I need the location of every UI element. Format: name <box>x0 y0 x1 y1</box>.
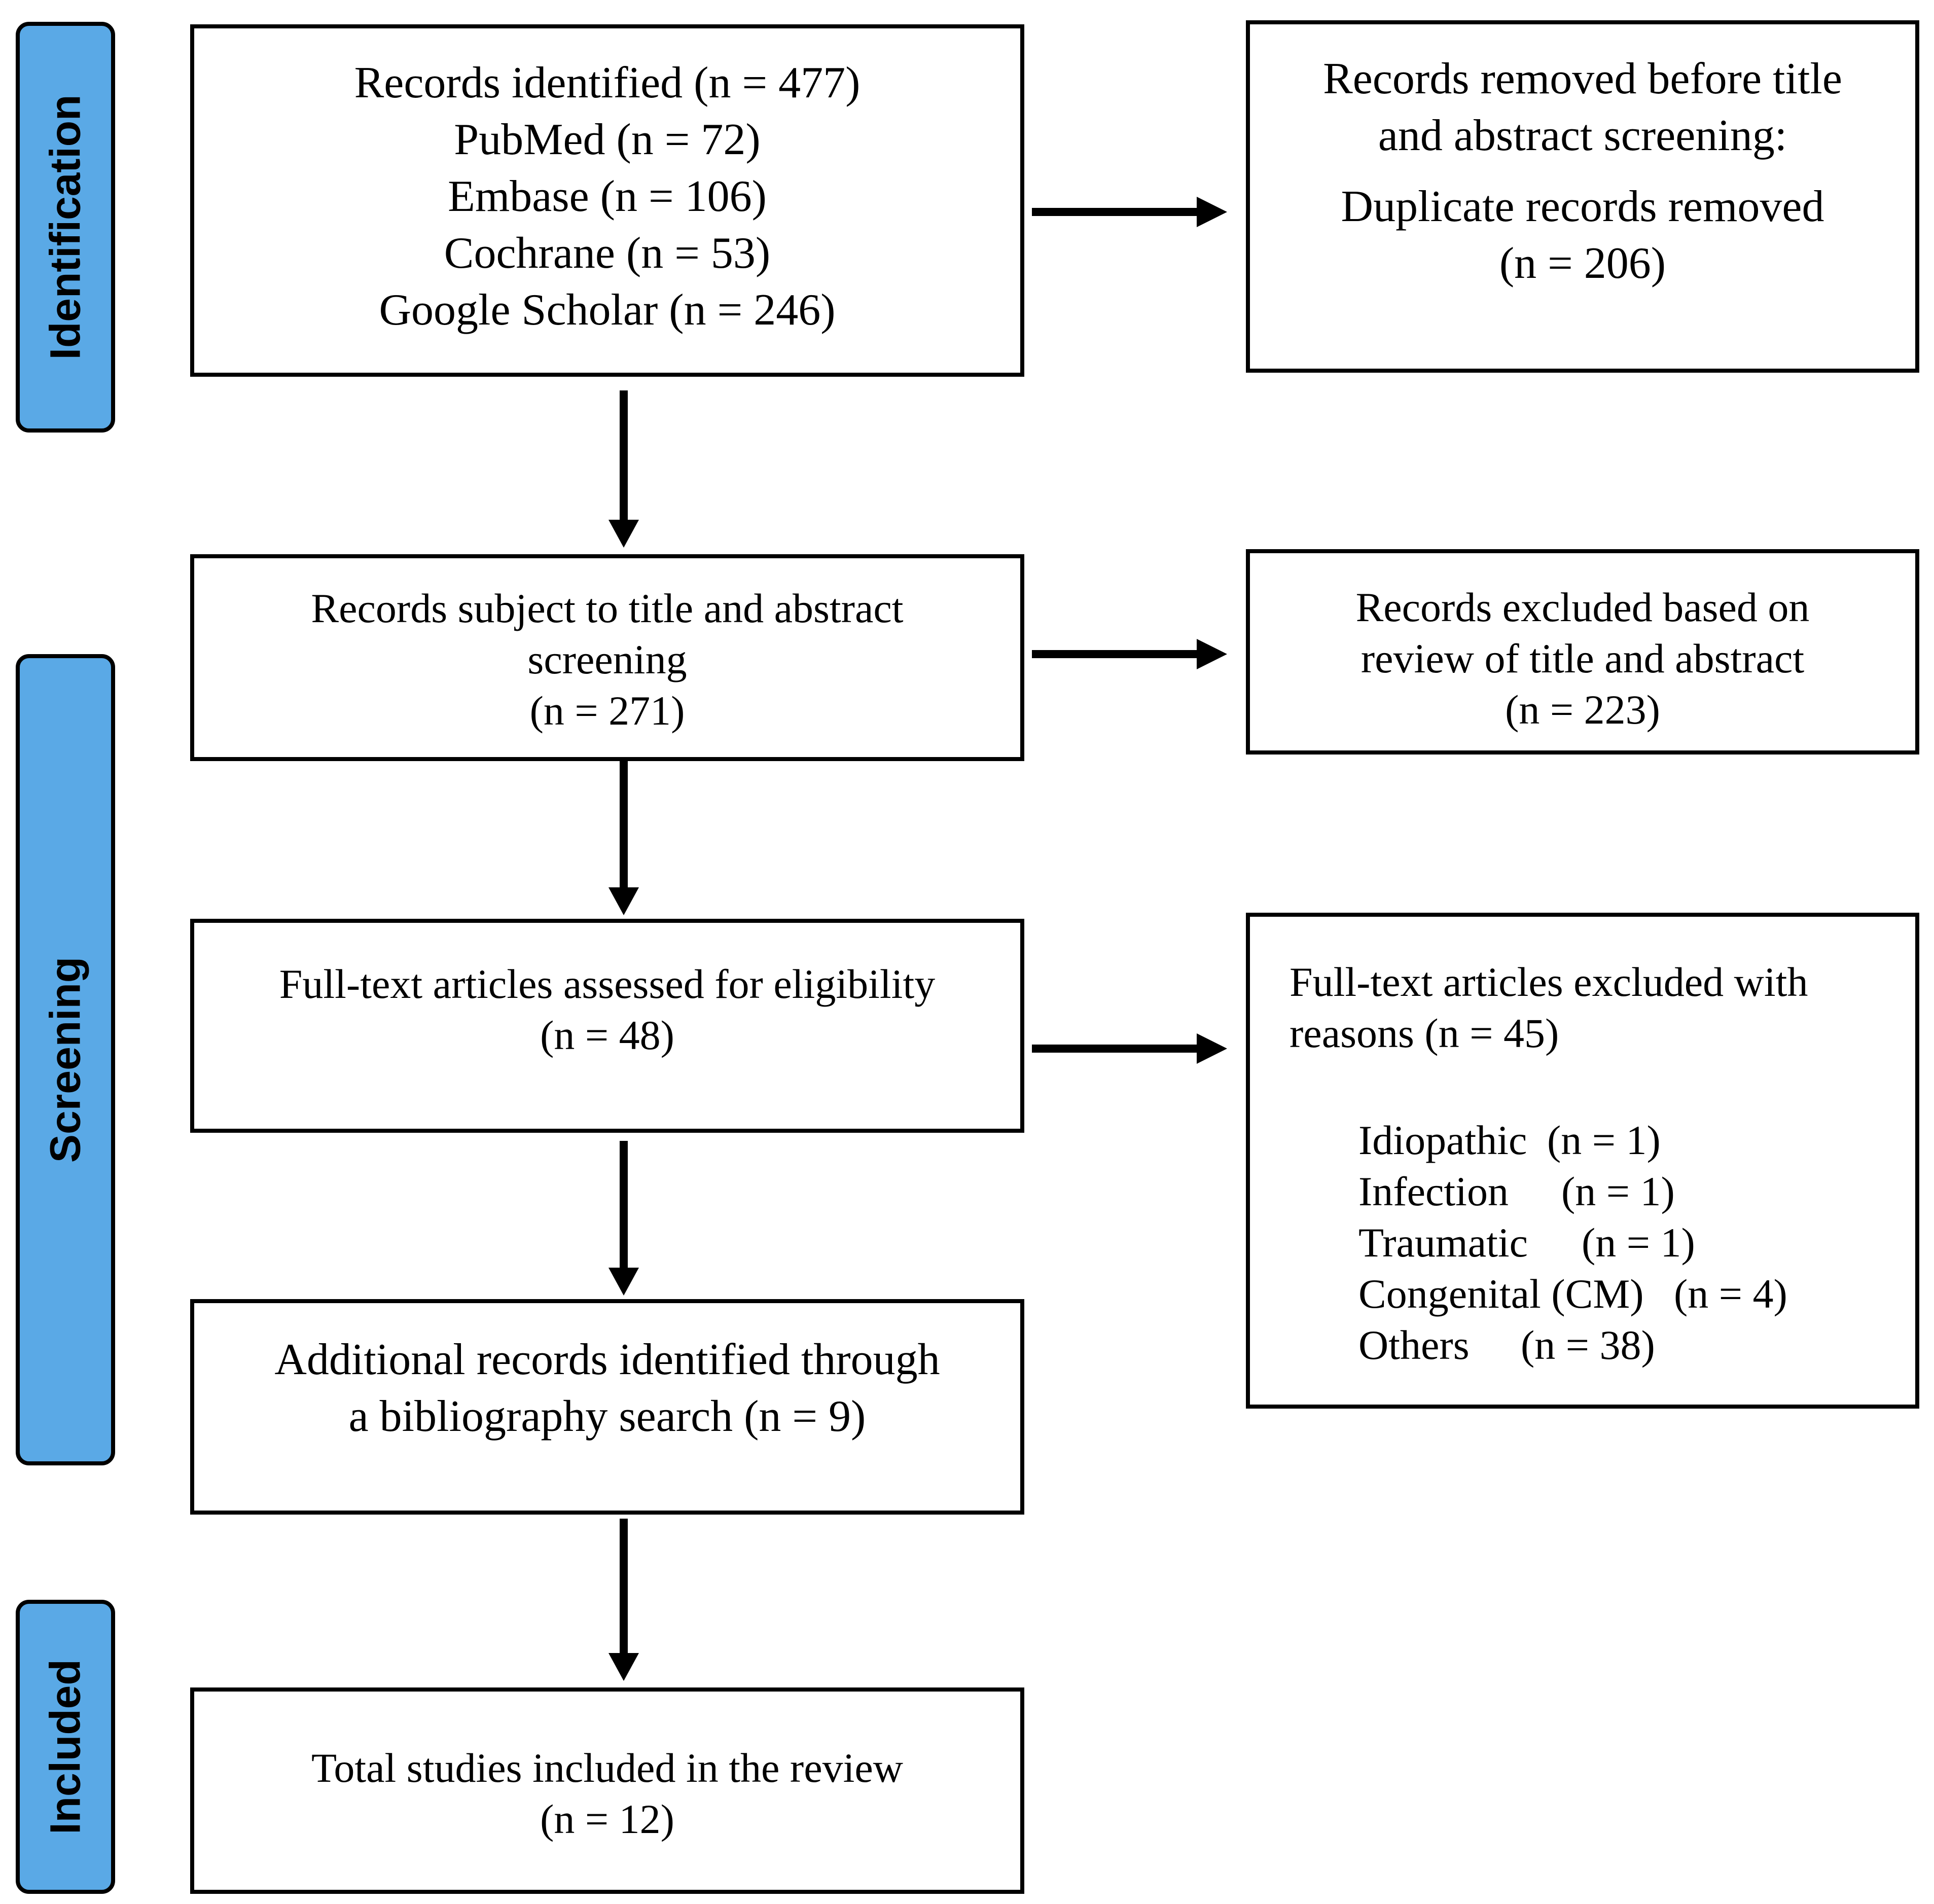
reason-label: Infection <box>1358 1168 1509 1214</box>
records-removed-heading-line1: Records removed before title <box>1323 54 1842 103</box>
arrow-fulltext-to-additional <box>608 1141 639 1296</box>
records-identified-cochrane: Cochrane (n = 53) <box>444 229 771 278</box>
exclusion-reason-item: Others (n = 38) <box>1358 1319 1787 1371</box>
screening-line1: Records subject to title and abstract <box>311 585 904 631</box>
additional-records-box: Additional records identified through a … <box>190 1299 1024 1515</box>
reason-label: Congenital (CM) <box>1358 1271 1644 1317</box>
exclusion-reason-item: Idiopathic (n = 1) <box>1358 1115 1787 1166</box>
records-identified-embase: Embase (n = 106) <box>448 172 767 221</box>
full-text-excluded-heading-line2: reasons (n = 45) <box>1290 1010 1559 1056</box>
reason-count: (n = 38) <box>1521 1322 1655 1368</box>
additional-records-line2: a bibliography search (n = 9) <box>348 1392 866 1441</box>
full-text-assessed-line1: Full-text articles assessed for eligibil… <box>279 961 936 1007</box>
reason-label: Others <box>1358 1322 1470 1368</box>
reason-label: Idiopathic <box>1358 1117 1527 1163</box>
reason-count: (n = 1) <box>1561 1168 1675 1214</box>
exclusion-reason-item: Traumatic (n = 1) <box>1358 1217 1787 1268</box>
full-text-assessed-box: Full-text articles assessed for eligibil… <box>190 919 1024 1133</box>
phase-included-bar: Included <box>16 1600 115 1894</box>
records-removed-box: Records removed before title and abstrac… <box>1246 20 1919 373</box>
records-identified-pubmed: PubMed (n = 72) <box>454 115 761 164</box>
reason-count: (n = 1) <box>1547 1117 1661 1163</box>
records-identified-total: Records identified (n = 477) <box>354 58 861 107</box>
phase-identification-bar: Identification <box>16 22 115 433</box>
records-identified-google-scholar: Google Scholar (n = 246) <box>379 285 836 335</box>
exclusion-reason-item: Infection (n = 1) <box>1358 1166 1787 1217</box>
full-text-excluded-heading-line1: Full-text articles excluded with <box>1290 959 1808 1005</box>
arrow-screening-to-fulltext <box>608 761 639 915</box>
arrow-to-records-removed <box>1032 197 1227 227</box>
arrow-to-full-text-excluded <box>1032 1033 1227 1064</box>
total-included-count: (n = 12) <box>540 1796 674 1842</box>
arrow-additional-to-included <box>608 1519 639 1681</box>
total-included-line1: Total studies included in the review <box>311 1745 904 1791</box>
excluded-title-abstract-box: Records excluded based on review of titl… <box>1246 549 1919 755</box>
excluded-title-abstract-line1: Records excluded based on <box>1355 584 1810 630</box>
records-removed-duplicates: Duplicate records removed <box>1341 182 1824 231</box>
phase-screening-bar: Screening <box>16 654 115 1465</box>
full-text-assessed-count: (n = 48) <box>540 1012 674 1058</box>
additional-records-line1: Additional records identified through <box>274 1335 940 1384</box>
reason-label: Traumatic <box>1358 1219 1528 1266</box>
screening-line2: screening <box>527 636 687 682</box>
exclusion-reasons-list: Idiopathic (n = 1) Infection (n = 1) Traum… <box>1358 1115 1787 1371</box>
records-removed-count: (n = 206) <box>1499 239 1666 288</box>
full-text-excluded-box: Full-text articles excluded with reasons… <box>1246 913 1919 1409</box>
arrow-identified-to-screening <box>608 390 639 548</box>
screening-count: (n = 271) <box>529 688 685 734</box>
records-identified-box: Records identified (n = 477) PubMed (n =… <box>190 24 1024 377</box>
total-included-box: Total studies included in the review (n … <box>190 1687 1024 1894</box>
exclusion-reason-item: Congenital (CM) (n = 4) <box>1358 1268 1787 1319</box>
records-removed-heading-line2: and abstract screening: <box>1378 111 1787 160</box>
reason-count: (n = 1) <box>1582 1219 1695 1266</box>
arrow-to-excluded-title-abstract <box>1032 639 1227 669</box>
excluded-title-abstract-count: (n = 223) <box>1505 687 1660 733</box>
reason-count: (n = 4) <box>1674 1271 1787 1317</box>
title-abstract-screening-box: Records subject to title and abstract sc… <box>190 554 1024 761</box>
excluded-title-abstract-line2: review of title and abstract <box>1360 635 1805 681</box>
